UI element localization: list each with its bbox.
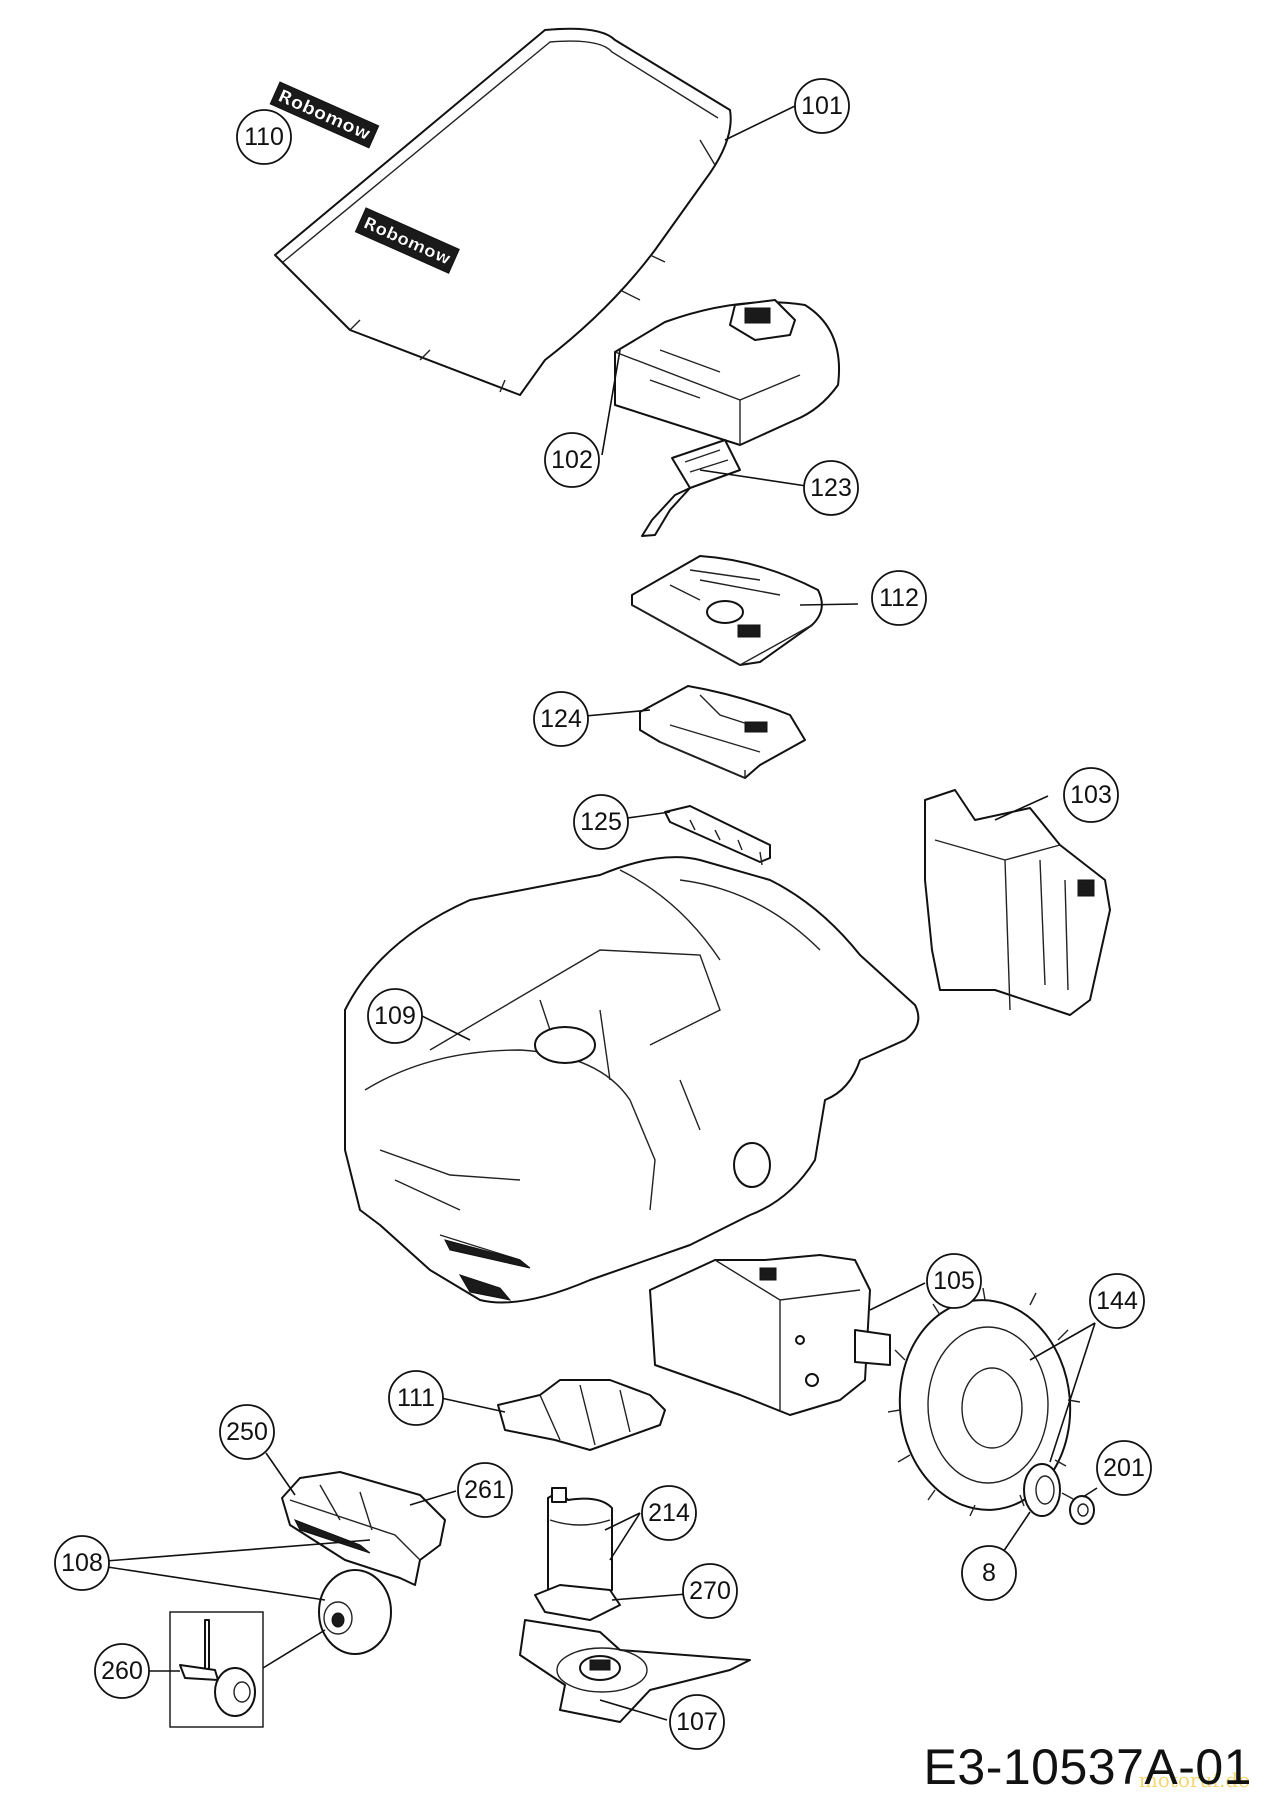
svg-text:260: 260: [101, 1657, 143, 1685]
svg-text:105: 105: [933, 1267, 975, 1295]
part-drive-motor: [649, 1254, 891, 1416]
part-circuit-board: [631, 555, 823, 666]
part-washer: [1061, 1492, 1095, 1525]
callout-125: 125: [573, 794, 629, 850]
part-bracket: [664, 805, 771, 866]
svg-text:103: 103: [1070, 781, 1112, 809]
part-chassis-bracket: [497, 1379, 666, 1451]
part-drive-wheel: [887, 1287, 1081, 1517]
svg-text:214: 214: [648, 1499, 690, 1527]
drawing-number: E3-10537A-01: [923, 1739, 1252, 1795]
svg-text:112: 112: [879, 584, 919, 612]
part-top-cover: Robomow: [274, 27, 732, 396]
svg-text:109: 109: [374, 1002, 416, 1030]
svg-text:201: 201: [1103, 1454, 1145, 1482]
part-caster-wheel: [169, 1611, 264, 1728]
callout-111: 111: [388, 1370, 444, 1426]
svg-text:101: 101: [801, 92, 843, 120]
callout-123: 123: [803, 460, 859, 516]
svg-text:108: 108: [61, 1549, 103, 1577]
svg-text:110: 110: [244, 123, 284, 151]
svg-text:107: 107: [676, 1708, 718, 1736]
callout-107: 107: [669, 1694, 725, 1750]
callout-108: 108: [54, 1535, 110, 1591]
svg-text:124: 124: [540, 705, 582, 733]
part-front-wheel: [318, 1569, 392, 1655]
part-control-housing: [614, 299, 840, 446]
callout-144: 144: [1089, 1273, 1145, 1329]
svg-text:8: 8: [982, 1559, 996, 1587]
svg-text:123: 123: [810, 474, 852, 502]
callout-260: 260: [94, 1643, 150, 1699]
svg-text:111: 111: [397, 1384, 435, 1412]
part-blade-motor: [534, 1487, 621, 1621]
svg-text:261: 261: [464, 1476, 506, 1504]
part-front-wheel-assembly: [281, 1471, 446, 1586]
callout-105: 105: [926, 1253, 982, 1309]
callout-110: 110: [236, 109, 292, 165]
svg-text:144: 144: [1096, 1287, 1138, 1315]
callout-261: 261: [457, 1462, 513, 1518]
part-pcb-tray: [639, 685, 806, 780]
svg-text:102: 102: [551, 446, 593, 474]
part-battery-box: [924, 789, 1111, 1016]
callout-101: 101: [794, 78, 850, 134]
watermark: motoruf.de: [1138, 1768, 1250, 1792]
callout-109: 109: [367, 988, 423, 1044]
part-keypad-ribbon: [641, 439, 741, 537]
callout-214: 214: [641, 1485, 697, 1541]
svg-text:250: 250: [226, 1418, 268, 1446]
callout-270: 270: [682, 1563, 738, 1619]
part-wheel-hub: [1023, 1463, 1061, 1517]
callout-8: 8: [961, 1545, 1017, 1601]
callout-250: 250: [219, 1404, 275, 1460]
callout-112: 112: [871, 570, 927, 626]
callout-103: 103: [1063, 767, 1119, 823]
part-blade: [519, 1619, 751, 1723]
callout-201: 201: [1096, 1440, 1152, 1496]
svg-text:270: 270: [689, 1577, 731, 1605]
callout-124: 124: [533, 691, 589, 747]
svg-text:125: 125: [580, 808, 622, 836]
callout-102: 102: [544, 432, 600, 488]
part-chassis: [344, 856, 920, 1304]
